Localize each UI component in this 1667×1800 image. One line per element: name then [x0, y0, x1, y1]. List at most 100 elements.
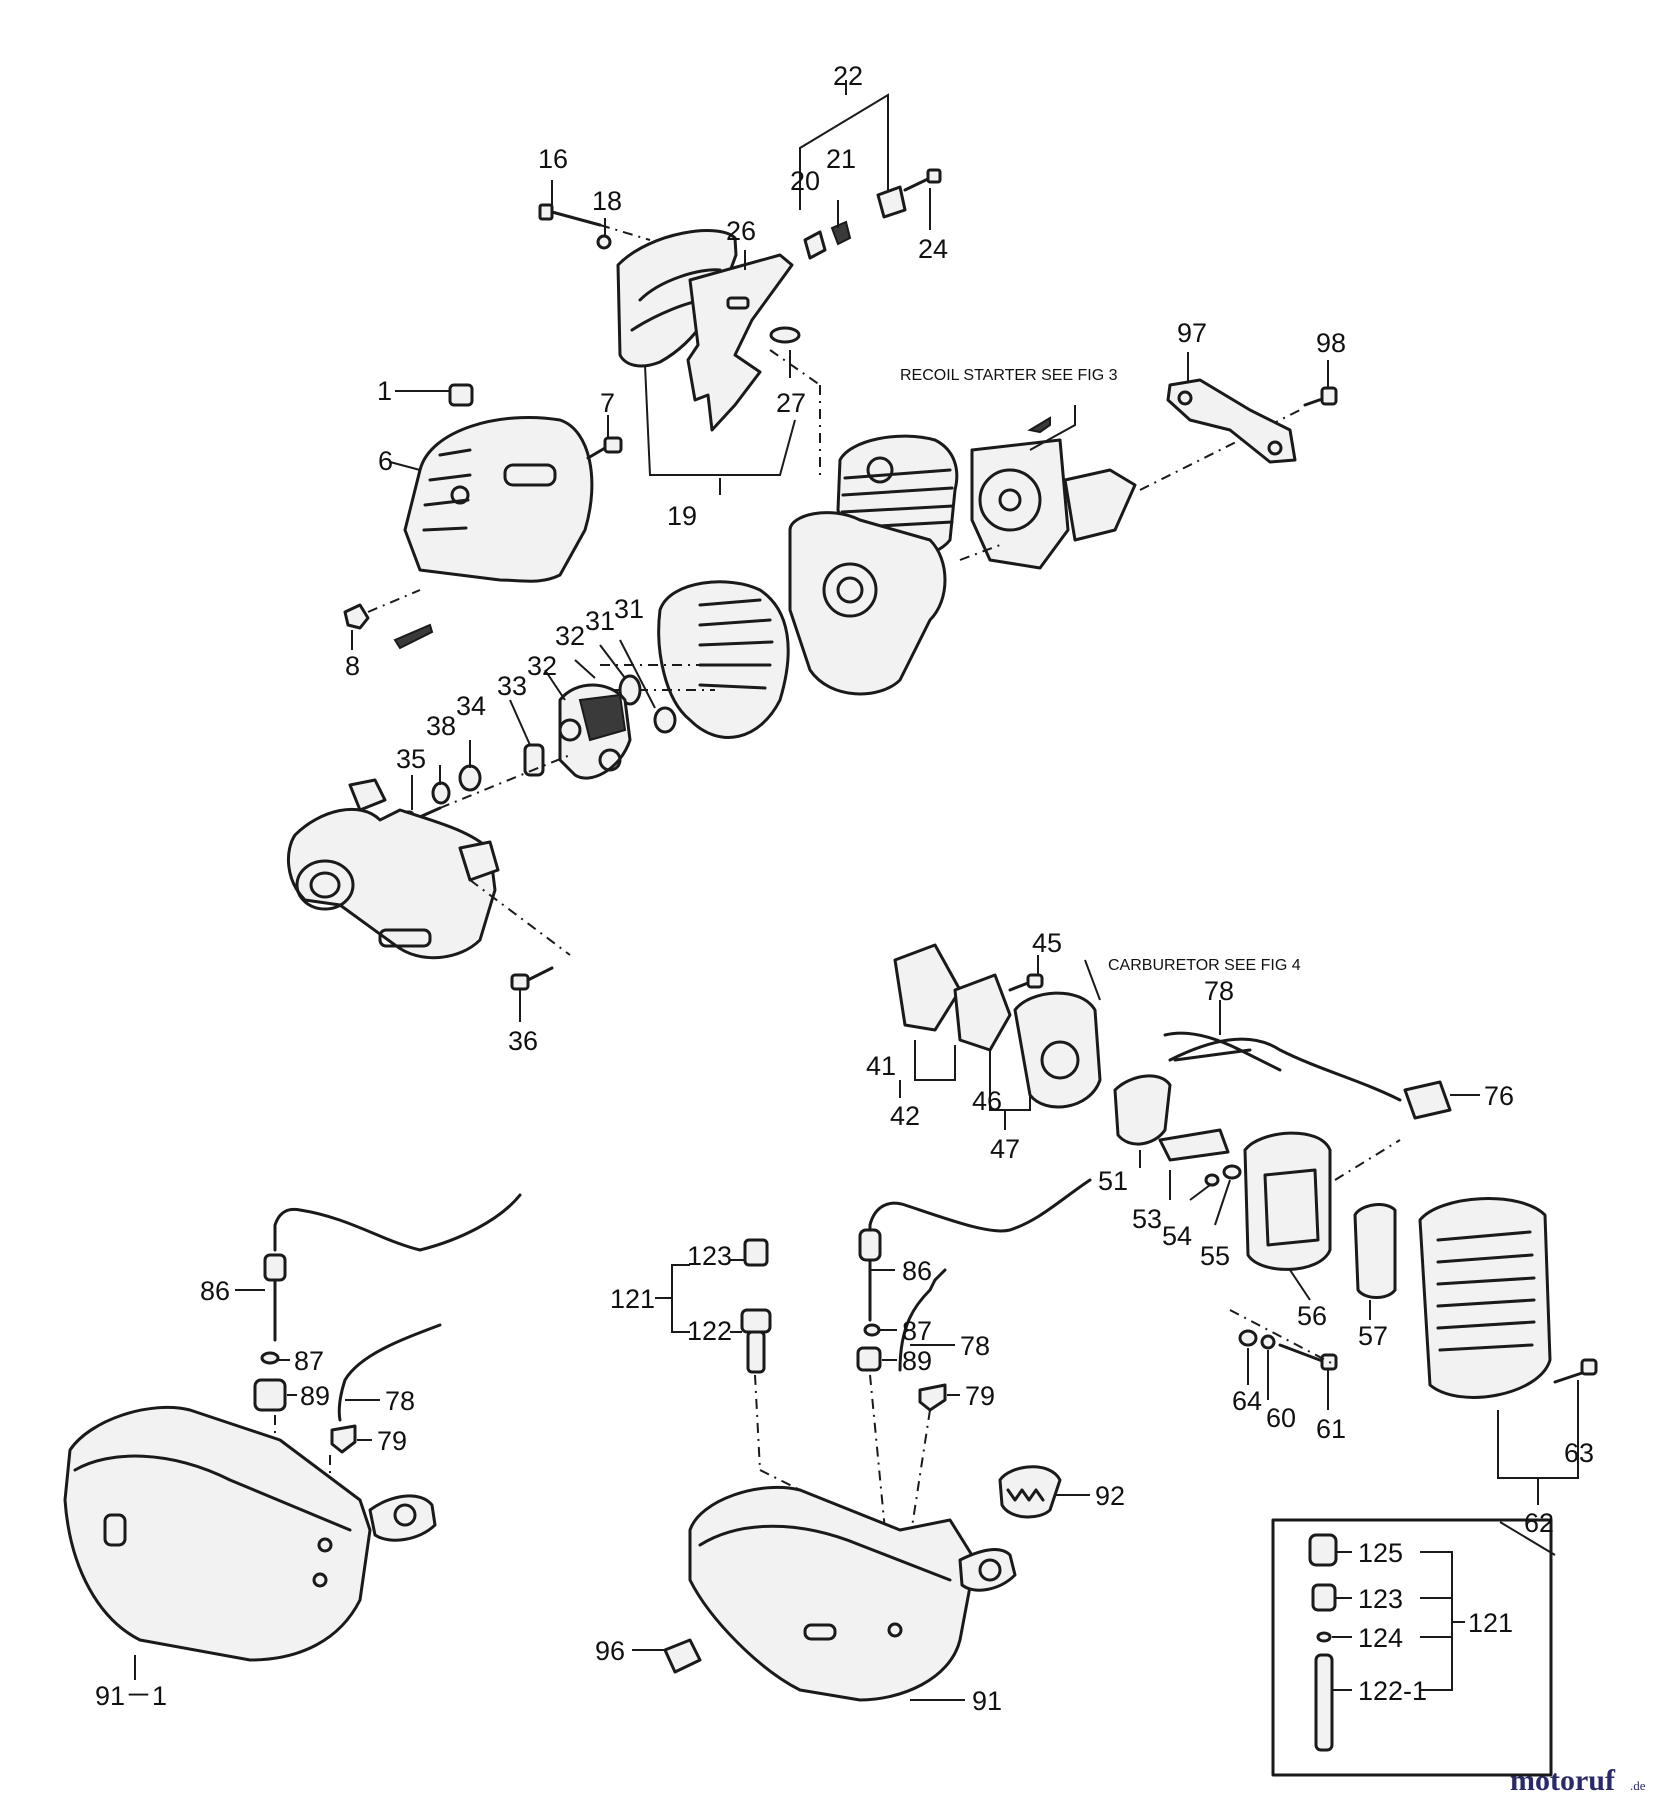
- screw-7: [586, 415, 623, 460]
- bolt-61: [1278, 1343, 1338, 1371]
- callout-54: 54: [1162, 1221, 1192, 1251]
- fuel-tank-91: [688, 1485, 977, 1702]
- spacer-46: [953, 973, 1012, 1052]
- callout-45: 45: [1032, 928, 1062, 958]
- callout-122-1: 122-1: [1358, 1676, 1427, 1706]
- carburetor: [1013, 991, 1102, 1109]
- callout-122: 122: [687, 1316, 732, 1346]
- callout-53: 53: [1132, 1204, 1162, 1234]
- callout-18: 18: [592, 186, 622, 216]
- callout-16: 16: [538, 144, 568, 174]
- callout-98: 98: [1316, 328, 1346, 358]
- inset-fuel-pickup: [1271, 1518, 1556, 1777]
- return-line-78a: [337, 1323, 442, 1422]
- fuel-line-86: [868, 1178, 1092, 1247]
- callout-89a: 89: [300, 1381, 330, 1411]
- callout-31a: 31: [585, 606, 615, 636]
- washer-18: [596, 234, 612, 250]
- callout-86a: 86: [200, 1276, 230, 1306]
- fuel-line-78-top: [1163, 1031, 1282, 1072]
- screw-8: [343, 589, 421, 650]
- callout-76: 76: [1484, 1081, 1514, 1111]
- callout-20: 20: [790, 166, 820, 196]
- fuel-filter-89b: [856, 1346, 897, 1372]
- callout-79b: 79: [965, 1381, 995, 1411]
- svg-text:.de: .de: [1630, 1778, 1646, 1793]
- callout-26: 26: [726, 216, 756, 246]
- fan-cover-group: [343, 383, 623, 650]
- screw-24: [903, 168, 942, 192]
- screw-45: [1008, 955, 1044, 992]
- insulator-41: [893, 943, 962, 1032]
- callout-33: 33: [497, 671, 527, 701]
- collar-55: [1222, 1164, 1242, 1180]
- callout-124: 124: [1358, 1623, 1403, 1653]
- clip-87b: [863, 1323, 881, 1337]
- svg-text:motoruf: motoruf: [1510, 1764, 1616, 1797]
- bolt-16: [538, 203, 602, 227]
- callout-22: 22: [833, 61, 863, 91]
- plate-26: [686, 253, 794, 432]
- fuel-tank-center: [632, 1178, 1092, 1702]
- clip-87a: [260, 1351, 280, 1365]
- callout-6: 6: [378, 446, 393, 476]
- callout-47: 47: [990, 1134, 1020, 1164]
- callout-79a: 79: [377, 1426, 407, 1456]
- watermark-logo: motoruf .de: [1510, 1764, 1646, 1797]
- gasket-27: [769, 326, 801, 344]
- callout-32b: 32: [527, 651, 557, 681]
- callout-36: 36: [508, 1026, 538, 1056]
- engine-block: [769, 349, 959, 696]
- callout-60: 60: [1266, 1403, 1296, 1433]
- cap-123a: [1311, 1583, 1337, 1612]
- bracket-22: [876, 185, 907, 219]
- callout-38: 38: [426, 711, 456, 741]
- callout-91-1: 91－1: [95, 1681, 167, 1711]
- callout-78b: 78: [960, 1331, 990, 1361]
- grommet-1: [448, 383, 474, 407]
- bracket-97: [1166, 352, 1297, 464]
- fuel-tank-91-1: [63, 1405, 372, 1662]
- bracket-53: [1158, 1128, 1230, 1162]
- gasket-51: [1113, 1074, 1172, 1146]
- crankcase: [788, 511, 947, 696]
- bolt-98: [1303, 360, 1338, 407]
- fan-cover: [403, 416, 594, 583]
- callout-125: 125: [1358, 1538, 1403, 1568]
- callout-32a: 32: [555, 621, 585, 651]
- callout-41: 41: [866, 1051, 896, 1081]
- washer-34: [458, 764, 482, 792]
- callout-78c: 78: [385, 1386, 415, 1416]
- return-line-78b: [898, 1278, 937, 1372]
- callout-1: 1: [377, 376, 392, 406]
- callout-34: 34: [456, 691, 486, 721]
- callout-91: 91: [972, 1686, 1002, 1716]
- pipe-122-1: [1314, 1653, 1334, 1752]
- callout-63: 63: [1564, 1438, 1594, 1468]
- clip-96: [632, 1638, 702, 1674]
- washer-60: [1260, 1334, 1276, 1350]
- callout-7: 7: [600, 388, 615, 418]
- callout-121a: 121: [610, 1284, 655, 1314]
- spark-screen-21: [830, 220, 852, 246]
- callout-51: 51: [1098, 1166, 1128, 1196]
- callout-19: 19: [667, 501, 697, 531]
- clutch-housing: [286, 778, 571, 1022]
- intake-group: [893, 943, 1598, 1505]
- grommet-79a: [330, 1424, 372, 1454]
- washer-31b: [653, 706, 677, 734]
- washer-31a: [618, 674, 642, 706]
- air-cleaner-cover-62: [1418, 1197, 1552, 1399]
- callout-42: 42: [890, 1101, 920, 1131]
- callout-92: 92: [1095, 1481, 1125, 1511]
- clip-124: [1316, 1631, 1332, 1643]
- fuel-line-86a: [273, 1193, 522, 1252]
- recoil-starter: [959, 405, 1301, 570]
- callout-97: 97: [1177, 318, 1207, 348]
- note-carburetor: CARBURETOR SEE FIG 4: [1108, 957, 1301, 974]
- callout-89b: 89: [902, 1346, 932, 1376]
- callout-78a: 78: [1204, 976, 1234, 1006]
- callout-61: 61: [1316, 1414, 1346, 1444]
- flywheel: [657, 580, 790, 739]
